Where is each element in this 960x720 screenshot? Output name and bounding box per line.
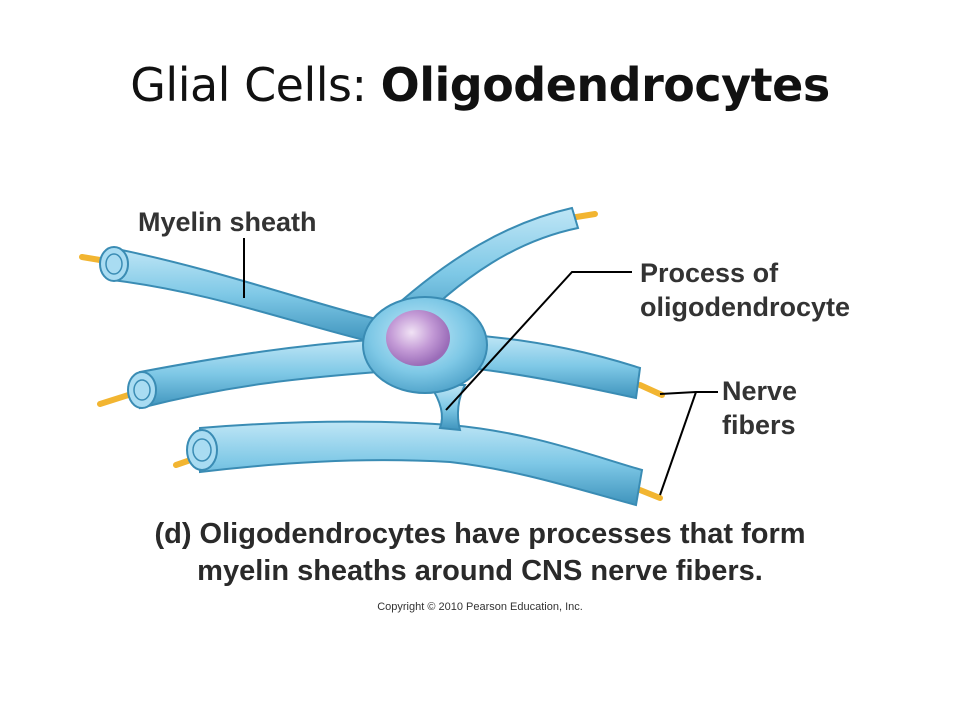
caption-line-2: myelin sheaths around CNS nerve fibers. <box>197 555 763 587</box>
figure-caption: (d) Oligodendrocytes have processes that… <box>0 516 960 590</box>
axon-mid-right <box>637 382 665 398</box>
nerve-fibers-leader <box>659 391 718 395</box>
leader-lines <box>243 238 718 496</box>
axon-bottom-right <box>637 487 663 501</box>
label-nerve: Nerve <box>722 376 798 406</box>
nucleus <box>386 310 450 366</box>
caption-line-1: (d) Oligodendrocytes have processes that… <box>154 518 806 550</box>
nerve-fibers-leader-2 <box>659 391 697 496</box>
label-process-of: Process of <box>640 258 779 288</box>
label-oligodendrocyte: oligodendrocyte <box>640 292 851 322</box>
copyright-notice: Copyright © 2010 Pearson Education, Inc. <box>377 601 583 613</box>
label-myelin-sheath: Myelin sheath <box>138 207 317 237</box>
oligodendrocyte-cell-body <box>362 296 488 432</box>
title-prefix: Glial Cells: <box>130 58 381 112</box>
title-emphasis: Oligodendrocytes <box>380 58 831 112</box>
process-leader <box>445 271 632 411</box>
myelin-sheath-fiber-bottom <box>186 420 644 507</box>
label-fibers: fibers <box>722 410 796 440</box>
slide-title: Glial Cells: Oligodendrocytes <box>0 58 960 112</box>
